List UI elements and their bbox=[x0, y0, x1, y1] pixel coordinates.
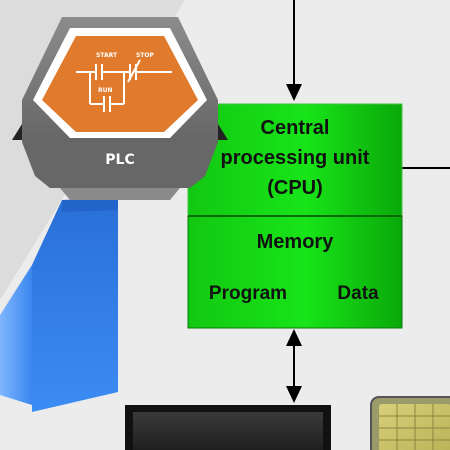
blue-arm-side bbox=[0, 265, 32, 405]
plc-stop-label: STOP bbox=[136, 52, 155, 59]
arrow-down-icon bbox=[286, 84, 302, 101]
plc-right-notch bbox=[218, 124, 228, 140]
plc-label: PLC bbox=[105, 152, 134, 168]
cpu-label-line2: processing unit bbox=[220, 147, 370, 169]
plc-base bbox=[22, 142, 218, 188]
plc-device bbox=[12, 17, 228, 200]
monitor-icon bbox=[125, 405, 331, 450]
memory-block bbox=[187, 215, 403, 329]
arrow-down-icon-2 bbox=[286, 386, 302, 403]
ladder-logic-icon bbox=[76, 59, 172, 112]
plc-face bbox=[42, 36, 198, 132]
plc-left-notch bbox=[12, 124, 22, 140]
arrow-up-icon bbox=[286, 329, 302, 346]
plc-run-label: RUN bbox=[98, 87, 113, 94]
plc-start-label: START bbox=[96, 52, 118, 59]
blue-arm-front bbox=[32, 200, 118, 412]
memory-data-label: Data bbox=[337, 283, 379, 304]
blue-arm-top bbox=[62, 198, 118, 212]
cpu-label-line1: Central bbox=[260, 117, 330, 139]
handheld-terminal-icon bbox=[370, 396, 450, 450]
plc-base-foot bbox=[60, 188, 180, 200]
cpu-block bbox=[187, 103, 403, 217]
memory-program-label: Program bbox=[208, 283, 288, 304]
cpu-label-line3: (CPU) bbox=[267, 177, 323, 199]
memory-title: Memory bbox=[256, 231, 334, 253]
